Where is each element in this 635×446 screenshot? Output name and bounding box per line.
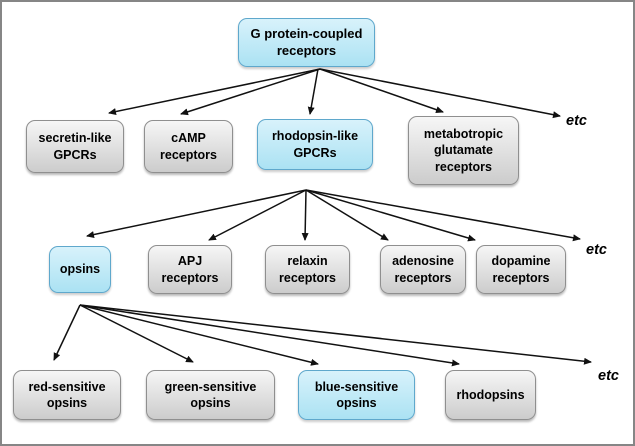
node-metabotropic-glutamate-receptors: metabotropic glutamate receptors bbox=[408, 116, 519, 185]
node-rhodopsin-like-gpcrs: rhodopsin-like GPCRs bbox=[257, 119, 373, 170]
node-blue-sensitive-opsins: blue-sensitive opsins bbox=[298, 370, 415, 420]
node-apj-receptors: APJ receptors bbox=[148, 245, 232, 294]
etc-label-level-2: etc bbox=[586, 242, 607, 258]
node-rhodopsins: rhodopsins bbox=[445, 370, 536, 420]
edge-root-to-rhodopsin-like bbox=[307, 68, 319, 115]
edge-opsins-to-green bbox=[79, 304, 194, 363]
edge-rhodopsinlike-to-dopamine bbox=[305, 189, 476, 242]
edge-rhodopsinlike-to-opsins bbox=[86, 189, 307, 238]
node-dopamine-receptors: dopamine receptors bbox=[476, 245, 566, 294]
edge-root-to-camp bbox=[180, 68, 321, 116]
node-opsins: opsins bbox=[49, 246, 111, 293]
edge-rhodopsinlike-to-etc2 bbox=[305, 189, 581, 242]
node-green-sensitive-opsins: green-sensitive opsins bbox=[146, 370, 275, 420]
edge-opsins-to-blue bbox=[79, 304, 319, 366]
node-secretin-like-gpcrs: secretin-like GPCRs bbox=[26, 120, 124, 173]
edge-opsins-to-rhodopsins bbox=[79, 304, 460, 367]
node-adenosine-receptors: adenosine receptors bbox=[380, 245, 466, 294]
etc-label-level-1: etc bbox=[566, 113, 587, 129]
node-g-protein-coupled-receptors: G protein-coupled receptors bbox=[238, 18, 375, 67]
edge-rhodopsinlike-to-apj bbox=[208, 189, 307, 241]
edge-rhodopsinlike-to-adenosine bbox=[305, 189, 389, 241]
node-red-sensitive-opsins: red-sensitive opsins bbox=[13, 370, 121, 420]
edge-rhodopsinlike-to-relaxin bbox=[301, 189, 309, 241]
node-relaxin-receptors: relaxin receptors bbox=[265, 245, 350, 294]
edge-root-to-metabotropic bbox=[319, 68, 444, 113]
edge-root-to-secretin bbox=[108, 68, 321, 115]
node-camp-receptors: cAMP receptors bbox=[144, 120, 233, 173]
edge-opsins-to-red bbox=[53, 304, 81, 361]
edge-root-to-etc1 bbox=[319, 68, 561, 119]
edge-opsins-to-etc3 bbox=[79, 304, 592, 365]
etc-label-level-3: etc bbox=[598, 368, 619, 384]
